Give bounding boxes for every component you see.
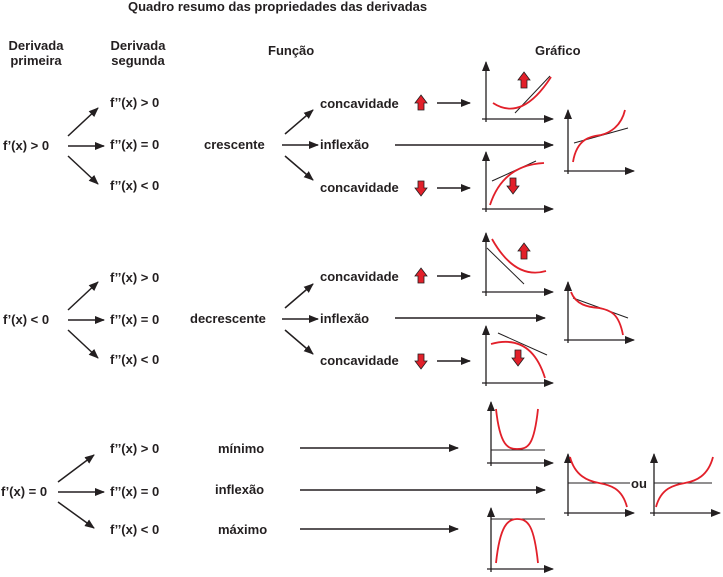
or-connector: ou [631, 476, 647, 491]
row3-outcome-3: máximo [218, 522, 268, 537]
row3-second-1: f’’(x) > 0 [110, 441, 160, 456]
row1-function: crescente [204, 137, 265, 152]
row2-arrows [67, 272, 546, 365]
row1-second-3: f’’(x) < 0 [110, 178, 160, 193]
arrow-down-icon [511, 349, 525, 367]
diagram-title: Quadro resumo das propriedades das deriv… [128, 0, 428, 14]
row3-second-2: f’’(x) = 0 [110, 484, 160, 499]
row1-outcome-2: inflexão [320, 137, 370, 152]
row3-second-3: f’’(x) < 0 [110, 522, 160, 537]
row2-outcome-2: inflexão [320, 311, 370, 326]
header-second-derivative-2: segunda [111, 53, 165, 68]
row1-outcome-1: concavidade [320, 96, 399, 111]
row1-arrow-up [67, 107, 99, 137]
row1-func-arrow-up [284, 109, 314, 135]
arrow-up-icon [517, 242, 531, 260]
arrow-up-icon [414, 267, 428, 284]
row3-first-derivative: f’(x) = 0 [1, 484, 48, 499]
row1-outcome-3: concavidade [320, 180, 399, 195]
row1-arrows [67, 99, 554, 192]
row1-second-1: f’’(x) > 0 [110, 95, 160, 110]
row1-func-arrow-down [284, 155, 314, 181]
row3-outcome-1: mínimo [218, 441, 265, 456]
arrow-down-icon [506, 177, 520, 195]
red-curves [489, 76, 714, 564]
row2-second-2: f’’(x) = 0 [110, 312, 160, 327]
row2-first-derivative: f’(x) < 0 [3, 312, 50, 327]
row1-arrow-down [67, 155, 99, 185]
row2-second-3: f’’(x) < 0 [110, 352, 160, 367]
row2-outcome-1: concavidade [320, 269, 399, 284]
graph-axes [482, 61, 721, 573]
row1-second-2: f’’(x) = 0 [110, 137, 160, 152]
row3-arrows [57, 444, 546, 533]
header-second-derivative-1: Derivada [110, 38, 166, 53]
arrow-up-icon [414, 94, 428, 111]
header-first-derivative-1: Derivada [8, 38, 64, 53]
arrow-down-icon [414, 180, 428, 197]
header-graph: Gráfico [535, 43, 581, 58]
arrow-down-icon [414, 353, 428, 370]
header-first-derivative-2: primeira [10, 53, 62, 68]
row1-first-derivative: f’(x) > 0 [3, 138, 50, 153]
row2-second-1: f’’(x) > 0 [110, 270, 160, 285]
arrow-up-icon [517, 71, 531, 89]
header-function: Função [268, 43, 315, 58]
red-indicators [414, 71, 531, 370]
row3-outcome-2: inflexão [215, 482, 265, 497]
row2-outcome-3: concavidade [320, 353, 399, 368]
row2-function: decrescente [190, 311, 266, 326]
tangent-lines [486, 75, 712, 520]
